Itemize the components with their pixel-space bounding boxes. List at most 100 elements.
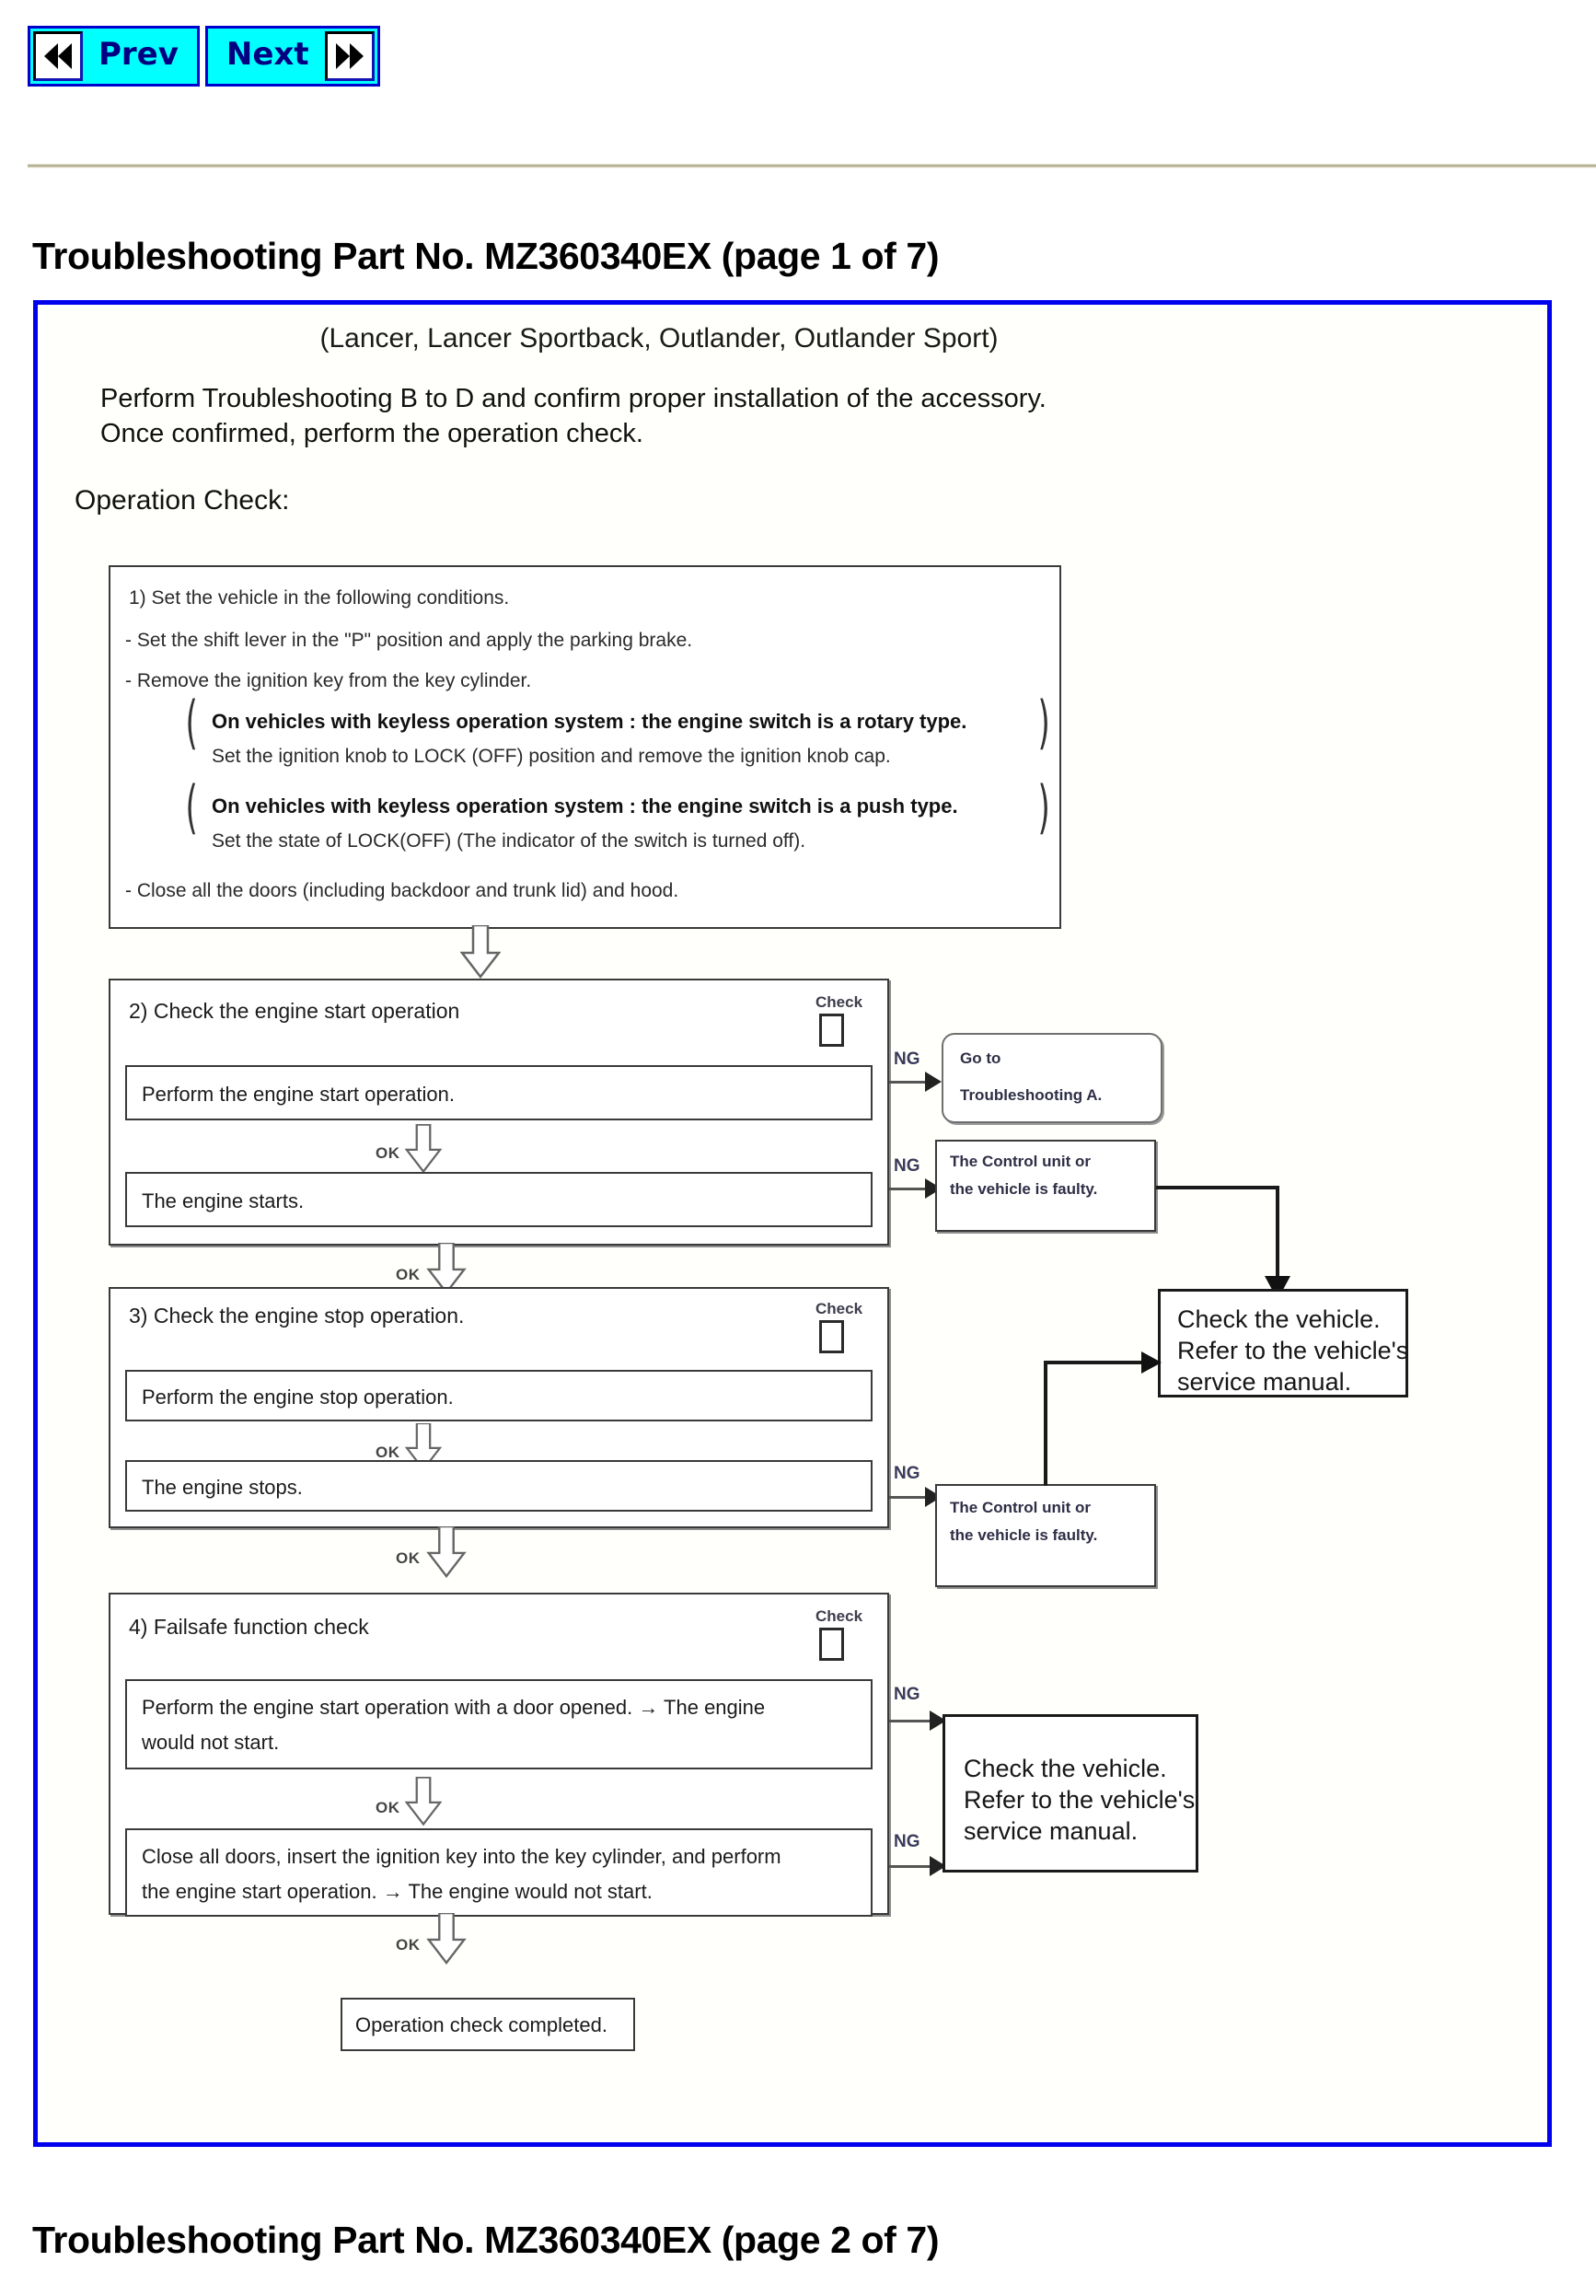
connector-step4-action-to-checkvehicle: [889, 1720, 937, 1722]
step-2-check-checkbox[interactable]: [819, 1014, 844, 1047]
step-2-ng-label-1: NG: [894, 1049, 920, 1069]
goto-line-2: Troubleshooting A.: [960, 1086, 1103, 1104]
step-4-result-line-1: Close all doors, insert the ignition key…: [142, 1845, 781, 1868]
step-3-title: 3) Check the engine stop operation.: [129, 1304, 465, 1328]
step-1-bullet-3: - Close all the doors (including backdoo…: [125, 880, 679, 901]
arrowhead-checkvehicle-1-side-icon: [1141, 1351, 1162, 1378]
skip-forward-icon: [324, 31, 375, 81]
connector-step2-result-to-faulty: [889, 1188, 931, 1190]
step-4-box: 4) Failsafe function check Check Perform…: [109, 1593, 889, 1917]
step-3-check-label: Check: [815, 1300, 863, 1317]
step-3-check-checkbox[interactable]: [819, 1320, 844, 1353]
arrowhead-checkvehicle-1-icon: [1265, 1276, 1290, 1305]
brace-close-icon-2: ): [1037, 773, 1050, 841]
connector-step2-action-to-goto: [889, 1081, 931, 1084]
skip-backward-icon: [33, 31, 83, 81]
goto-troubleshooting-a-box: Go to Troubleshooting A.: [942, 1033, 1162, 1123]
step-2-action-box: Perform the engine start operation.: [125, 1065, 873, 1120]
operation-check-heading: Operation Check:: [75, 485, 290, 516]
check-vehicle-2-line-1: Check the vehicle.: [964, 1755, 1167, 1782]
step-4-check-checkbox[interactable]: [819, 1628, 844, 1661]
step-4-check-label: Check: [815, 1607, 863, 1625]
check-vehicle-2-line-2: Refer to the vehicle's: [964, 1786, 1196, 1814]
prev-page-button[interactable]: Prev: [28, 26, 200, 87]
faulty-2-line-1: The Control unit or: [950, 1499, 1091, 1516]
step-4-ng-label-2: NG: [894, 1832, 920, 1851]
connector-faulty2-horizontal: [1044, 1361, 1147, 1364]
page-title-bottom: Troubleshooting Part No. MZ360340EX (pag…: [32, 2219, 940, 2261]
step-3-ok-label-after: OK: [396, 1549, 421, 1567]
control-unit-faulty-box-1: The Control unit or the vehicle is fault…: [935, 1140, 1156, 1232]
step-4-result-line-2: the engine start operation. → The engine…: [142, 1880, 653, 1903]
step-4-ok-label-after: OK: [396, 1936, 421, 1954]
step-3-result-text: The engine stops.: [142, 1476, 303, 1499]
step-2-result-text: The engine starts.: [142, 1189, 305, 1212]
flow-arrow-step2-to-step3: [426, 1241, 467, 1299]
vehicle-models-subtitle: (Lancer, Lancer Sportback, Outlander, Ou…: [319, 323, 999, 354]
faulty-1-line-1: The Control unit or: [950, 1153, 1091, 1170]
faulty-2-line-2: the vehicle is faulty.: [950, 1526, 1098, 1544]
step-2-box: 2) Check the engine start operation Chec…: [109, 979, 889, 1246]
operation-check-completed-text: Operation check completed.: [355, 2013, 607, 2036]
step-4-action-line-1: Perform the engine start operation with …: [142, 1696, 766, 1719]
step-4-ng-label-1: NG: [894, 1685, 920, 1704]
step-2-result-box: The engine starts.: [125, 1172, 873, 1227]
step-1-heading: 1) Set the vehicle in the following cond…: [129, 587, 510, 609]
connector-faulty1-horizontal: [1156, 1186, 1279, 1189]
flow-arrow-step3-internal: [404, 1421, 443, 1476]
step-4-result-box: Close all doors, insert the ignition key…: [125, 1828, 873, 1917]
faulty-1-line-2: the vehicle is faulty.: [950, 1180, 1098, 1198]
flow-arrow-step4-internal: [404, 1776, 443, 1831]
step-3-action-box: Perform the engine stop operation.: [125, 1370, 873, 1421]
arrowhead-checkvehicle-2a-icon: [930, 1710, 946, 1735]
check-vehicle-1-line-1: Check the vehicle.: [1177, 1305, 1381, 1333]
operation-check-completed-box: Operation check completed.: [341, 1998, 635, 2051]
step-1-note-1-line-1: On vehicles with keyless operation syste…: [212, 710, 967, 733]
step-2-title: 2) Check the engine start operation: [129, 999, 460, 1023]
flow-arrow-step2-internal: [404, 1123, 443, 1178]
connector-step3-result-to-faulty: [889, 1496, 931, 1499]
brace-open-icon-1: (: [185, 689, 198, 756]
step-1-bullet-1: - Set the shift lever in the "P" positio…: [125, 630, 693, 651]
step-1-note-2-line-1: On vehicles with keyless operation syste…: [212, 794, 958, 818]
step-2-ng-label-2: NG: [894, 1156, 920, 1176]
intro-line-1: Perform Troubleshooting B to D and confi…: [100, 384, 1047, 413]
control-unit-faulty-box-2: The Control unit or the vehicle is fault…: [935, 1484, 1156, 1587]
step-4-ok-label: OK: [376, 1799, 400, 1816]
arrowhead-faulty-1-icon: [925, 1178, 942, 1203]
step-2-ok-label: OK: [376, 1144, 400, 1162]
flow-arrow-step4-to-completed: [426, 1911, 467, 1969]
check-vehicle-box-2: Check the vehicle. Refer to the vehicle'…: [943, 1714, 1198, 1873]
step-4-action-line-2: would not start.: [142, 1731, 280, 1754]
header-divider: [28, 164, 1596, 168]
arrowhead-checkvehicle-2b-icon: [930, 1856, 946, 1881]
connector-faulty2-vertical: [1044, 1361, 1047, 1486]
flow-arrow-step1-to-step2: [459, 923, 502, 983]
check-vehicle-1-line-3: service manual.: [1177, 1368, 1352, 1396]
intro-line-2: Once confirmed, perform the operation ch…: [100, 419, 643, 448]
step-1-note-1-line-2: Set the ignition knob to LOCK (OFF) posi…: [212, 746, 891, 767]
step-3-ok-label: OK: [376, 1444, 400, 1461]
pager-toolbar: Prev Next: [28, 26, 380, 87]
brace-open-icon-2: (: [185, 773, 198, 841]
check-vehicle-box-1: Check the vehicle. Refer to the vehicle'…: [1158, 1289, 1408, 1397]
brace-close-icon-1: ): [1037, 689, 1050, 756]
next-page-button[interactable]: Next: [204, 26, 380, 87]
step-2-action-text: Perform the engine start operation.: [142, 1083, 455, 1106]
step-4-title: 4) Failsafe function check: [129, 1615, 369, 1639]
flow-arrow-step3-to-step4: [426, 1525, 467, 1583]
goto-line-1: Go to: [960, 1049, 1001, 1067]
step-1-note-2-line-2: Set the state of LOCK(OFF) (The indicato…: [212, 830, 806, 852]
arrowhead-goto-icon: [925, 1072, 942, 1096]
step-1-conditions-box: 1) Set the vehicle in the following cond…: [109, 565, 1061, 929]
next-button-label: Next: [226, 36, 309, 73]
prev-button-label: Prev: [98, 36, 179, 73]
step-3-box: 3) Check the engine stop operation. Chec…: [109, 1287, 889, 1528]
step-1-bullet-2: - Remove the ignition key from the key c…: [125, 670, 532, 691]
connector-step4-result-to-checkvehicle: [889, 1865, 937, 1868]
arrowhead-faulty-2-icon: [925, 1487, 942, 1512]
page-title-top: Troubleshooting Part No. MZ360340EX (pag…: [32, 235, 940, 277]
check-vehicle-1-line-2: Refer to the vehicle's: [1177, 1337, 1409, 1364]
connector-faulty1-vertical: [1276, 1186, 1279, 1287]
